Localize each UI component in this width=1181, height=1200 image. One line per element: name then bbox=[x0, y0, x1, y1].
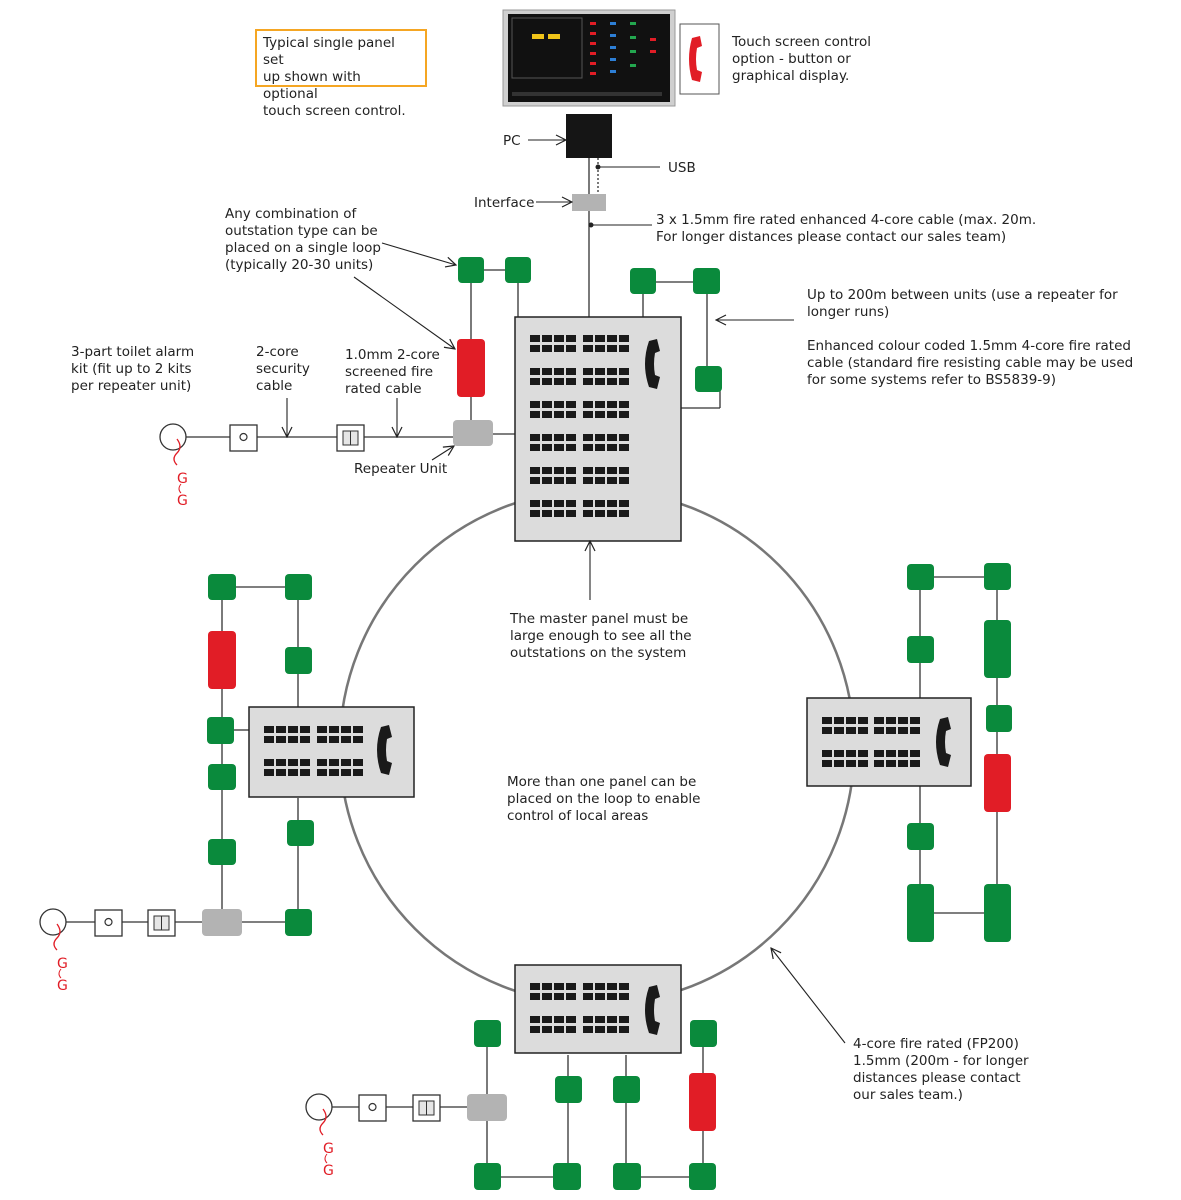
pull-cord-handle: G bbox=[57, 956, 68, 972]
pull-cord-icon bbox=[173, 438, 181, 466]
reset-unit-icon bbox=[229, 424, 258, 452]
outstation-group bbox=[202, 257, 1012, 1190]
usb-label: USB bbox=[668, 160, 696, 176]
pc-unit bbox=[566, 114, 612, 158]
call-point bbox=[208, 764, 236, 790]
call-point bbox=[555, 1076, 582, 1103]
call-point bbox=[613, 1076, 640, 1103]
repeater-unit bbox=[453, 420, 493, 446]
toilet-kit-left: GG bbox=[39, 908, 176, 994]
alarm-unit bbox=[984, 754, 1011, 812]
fp200-label: 4-core fire rated (FP200)1.5mm (200m - f… bbox=[853, 1036, 1029, 1103]
repeater-unit bbox=[202, 909, 242, 936]
call-point bbox=[907, 823, 934, 850]
call-point bbox=[907, 636, 934, 663]
arrows bbox=[287, 140, 846, 1044]
call-point bbox=[285, 647, 312, 674]
alarm-unit bbox=[689, 1073, 716, 1131]
call-point bbox=[690, 1020, 717, 1047]
handset-box bbox=[679, 23, 720, 95]
phone-icon bbox=[645, 339, 660, 389]
master-panel bbox=[514, 316, 682, 542]
switch-icon bbox=[147, 909, 176, 937]
pull-cord-icon bbox=[319, 1108, 327, 1136]
pc-label: PC bbox=[503, 133, 521, 149]
call-point bbox=[474, 1020, 501, 1047]
call-point bbox=[458, 257, 484, 283]
repeater-unit-label: Repeater Unit bbox=[354, 461, 447, 477]
callout-line: touch screen control. bbox=[263, 103, 406, 119]
pull-cord-handle: G bbox=[323, 1141, 334, 1157]
toilet-kit-bottom: GG bbox=[305, 1093, 441, 1179]
call-point bbox=[986, 705, 1012, 732]
distance-label: Up to 200m between units (use a repeater… bbox=[807, 287, 1118, 320]
toilet-alarm-icon bbox=[159, 423, 187, 451]
repeater-unit bbox=[467, 1094, 507, 1121]
call-point bbox=[208, 839, 236, 865]
call-point bbox=[474, 1163, 501, 1190]
right-panel bbox=[806, 697, 972, 787]
left-panel bbox=[248, 706, 415, 798]
panel-group bbox=[248, 316, 972, 1054]
toilet-alarm-icon bbox=[305, 1093, 333, 1121]
call-point bbox=[984, 620, 1011, 678]
call-point bbox=[208, 574, 236, 600]
toilet-kit-master: GG bbox=[159, 423, 365, 509]
call-point bbox=[285, 909, 312, 936]
enhanced-cable-label: Enhanced colour coded 1.5mm 4-core fire … bbox=[807, 338, 1133, 388]
loop-cable-ring bbox=[338, 488, 856, 1006]
interface-unit bbox=[572, 194, 606, 211]
pull-cord-handle: G bbox=[177, 493, 188, 509]
pull-cord-handle: G bbox=[57, 978, 68, 994]
phone-icon bbox=[645, 985, 660, 1035]
pull-cord-handle: G bbox=[323, 1163, 334, 1179]
callout-line: Typical single panel set bbox=[263, 35, 395, 68]
reset-unit-icon bbox=[94, 909, 123, 937]
interface-label: Interface bbox=[474, 195, 534, 211]
switch-icon bbox=[412, 1094, 441, 1122]
phone-icon bbox=[689, 36, 702, 82]
alarm-unit bbox=[457, 339, 485, 397]
callout-line: up shown with optional bbox=[263, 69, 361, 102]
touch-screen-monitor bbox=[502, 9, 676, 107]
call-point bbox=[287, 820, 314, 846]
loop-cable-ring-inner bbox=[341, 491, 853, 1003]
call-point bbox=[207, 717, 234, 744]
bottom-panel bbox=[514, 964, 682, 1054]
setup-callout: Typical single panel set up shown with o… bbox=[255, 29, 427, 119]
reset-unit-icon bbox=[358, 1094, 387, 1122]
call-point bbox=[907, 564, 934, 590]
call-point bbox=[984, 563, 1011, 590]
alarm-unit bbox=[208, 631, 236, 689]
pull-cord-handle: G bbox=[177, 471, 188, 487]
cable-main-label: 3 x 1.5mm fire rated enhanced 4-core cab… bbox=[656, 212, 1036, 245]
toilet-alarm-icon bbox=[39, 908, 67, 936]
call-point bbox=[907, 884, 934, 942]
call-point bbox=[693, 268, 720, 294]
phone-icon bbox=[936, 717, 951, 767]
call-point bbox=[630, 268, 656, 294]
pull-cord-icon bbox=[53, 923, 61, 951]
call-point bbox=[285, 574, 312, 600]
call-point bbox=[613, 1163, 641, 1190]
call-point bbox=[689, 1163, 716, 1190]
call-point bbox=[695, 366, 722, 392]
call-point bbox=[553, 1163, 581, 1190]
call-point bbox=[505, 257, 531, 283]
phone-icon bbox=[377, 725, 392, 775]
switch-icon bbox=[336, 424, 365, 452]
call-point bbox=[984, 884, 1011, 942]
